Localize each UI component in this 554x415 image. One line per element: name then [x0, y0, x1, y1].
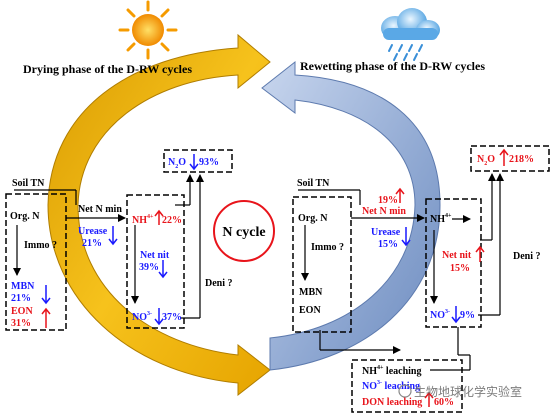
rewetting-no3-down-arrow — [451, 306, 461, 324]
drying-nh4-up-arrow — [154, 209, 164, 225]
blue-arc-arrow — [261, 60, 441, 371]
rewetting-deni: Deni ? — [513, 251, 541, 262]
drying-org-n: Org. N — [10, 211, 40, 222]
rewetting-net-nit: Net nit — [442, 250, 472, 261]
drying-immo: Immo ? — [24, 240, 57, 251]
drying-net-nit: Net nit — [140, 250, 170, 261]
drying-urease-down-arrow — [108, 226, 118, 246]
rewetting-urease-value: 15% — [378, 239, 398, 250]
orange-arc-arrow — [47, 33, 271, 397]
rewetting-net-nit-up-arrow — [475, 245, 485, 262]
drying-mbn-down-arrow — [41, 285, 51, 305]
drying-no3-down-arrow — [154, 308, 164, 326]
rewetting-immo: Immo ? — [311, 242, 344, 253]
don-leaching-value: 60% — [434, 397, 454, 408]
rewetting-net-n-min-up-arrow — [395, 187, 405, 203]
drying-n2o-value: 93% — [199, 157, 219, 168]
rewetting-org-n: Org. N — [298, 213, 328, 224]
rain-cloud-icon — [381, 8, 440, 61]
rewetting-soil-tn: Soil TN — [297, 178, 330, 189]
drying-eon-value: 31% — [11, 318, 31, 329]
drying-urease-label: Urease — [78, 226, 108, 237]
drying-soil-tn: Soil TN — [12, 178, 45, 189]
rewetting-net-n-min: Net N min — [362, 206, 406, 217]
drying-net-nit-value: 39% — [139, 262, 159, 273]
drying-no3: NO3- — [132, 311, 152, 323]
drying-title: Drying phase of the D-RW cycles — [23, 62, 192, 76]
drying-eon-up-arrow — [41, 307, 51, 328]
rewetting-eon: EON — [299, 305, 321, 316]
drying-net-n-min: Net N min — [78, 204, 122, 215]
rewetting-urease-down-arrow — [401, 227, 411, 247]
drying-eon-label: EON — [11, 306, 33, 317]
rewetting-mbn: MBN — [299, 287, 323, 298]
rewetting-nh4: NH4+ — [430, 213, 452, 225]
rewetting-net-nit-value: 15% — [450, 263, 470, 274]
watermark-text: 生物地球化学实验室 — [414, 384, 522, 399]
drying-mbn-label: MBN — [11, 281, 35, 292]
n-cycle-label: N cycle — [222, 225, 265, 240]
rewetting-panel — [292, 145, 550, 413]
don-leaching: DON leaching — [362, 397, 422, 408]
rewetting-n2o-value: 218% — [509, 154, 534, 165]
drying-mbn-value: 21% — [11, 293, 31, 304]
rewetting-n2o: N2O — [477, 154, 495, 167]
rewetting-no3-value: 9% — [460, 310, 475, 321]
drying-no3-value: 37% — [162, 312, 182, 323]
don-leaching-up-arrow — [424, 391, 434, 407]
watermark: 生物地球化学实验室 — [398, 384, 522, 399]
rewetting-urease-label: Urease — [371, 227, 401, 238]
n-cycle-center: N cycle — [213, 200, 275, 262]
rewetting-net-n-min-value: 19% — [378, 195, 398, 206]
cycle-arrows — [47, 33, 441, 397]
drying-n2o: N2O — [168, 157, 186, 170]
rewetting-title: Rewetting phase of the D-RW cycles — [300, 59, 485, 73]
drying-nh4-value: 22% — [162, 215, 182, 226]
drying-deni: Deni ? — [205, 278, 233, 289]
drying-net-nit-down-arrow — [158, 260, 168, 279]
drying-n2o-down-arrow — [189, 154, 199, 171]
drying-nh4: NH4+ — [132, 214, 154, 226]
nh4-leaching: NH4+ leaching — [362, 365, 421, 377]
rewetting-no3: NO3- — [430, 309, 450, 321]
drying-urease-value: 21% — [82, 238, 102, 249]
rewetting-n2o-up-arrow — [499, 148, 509, 166]
sun-icon — [118, 0, 178, 60]
drying-panel — [5, 149, 233, 331]
